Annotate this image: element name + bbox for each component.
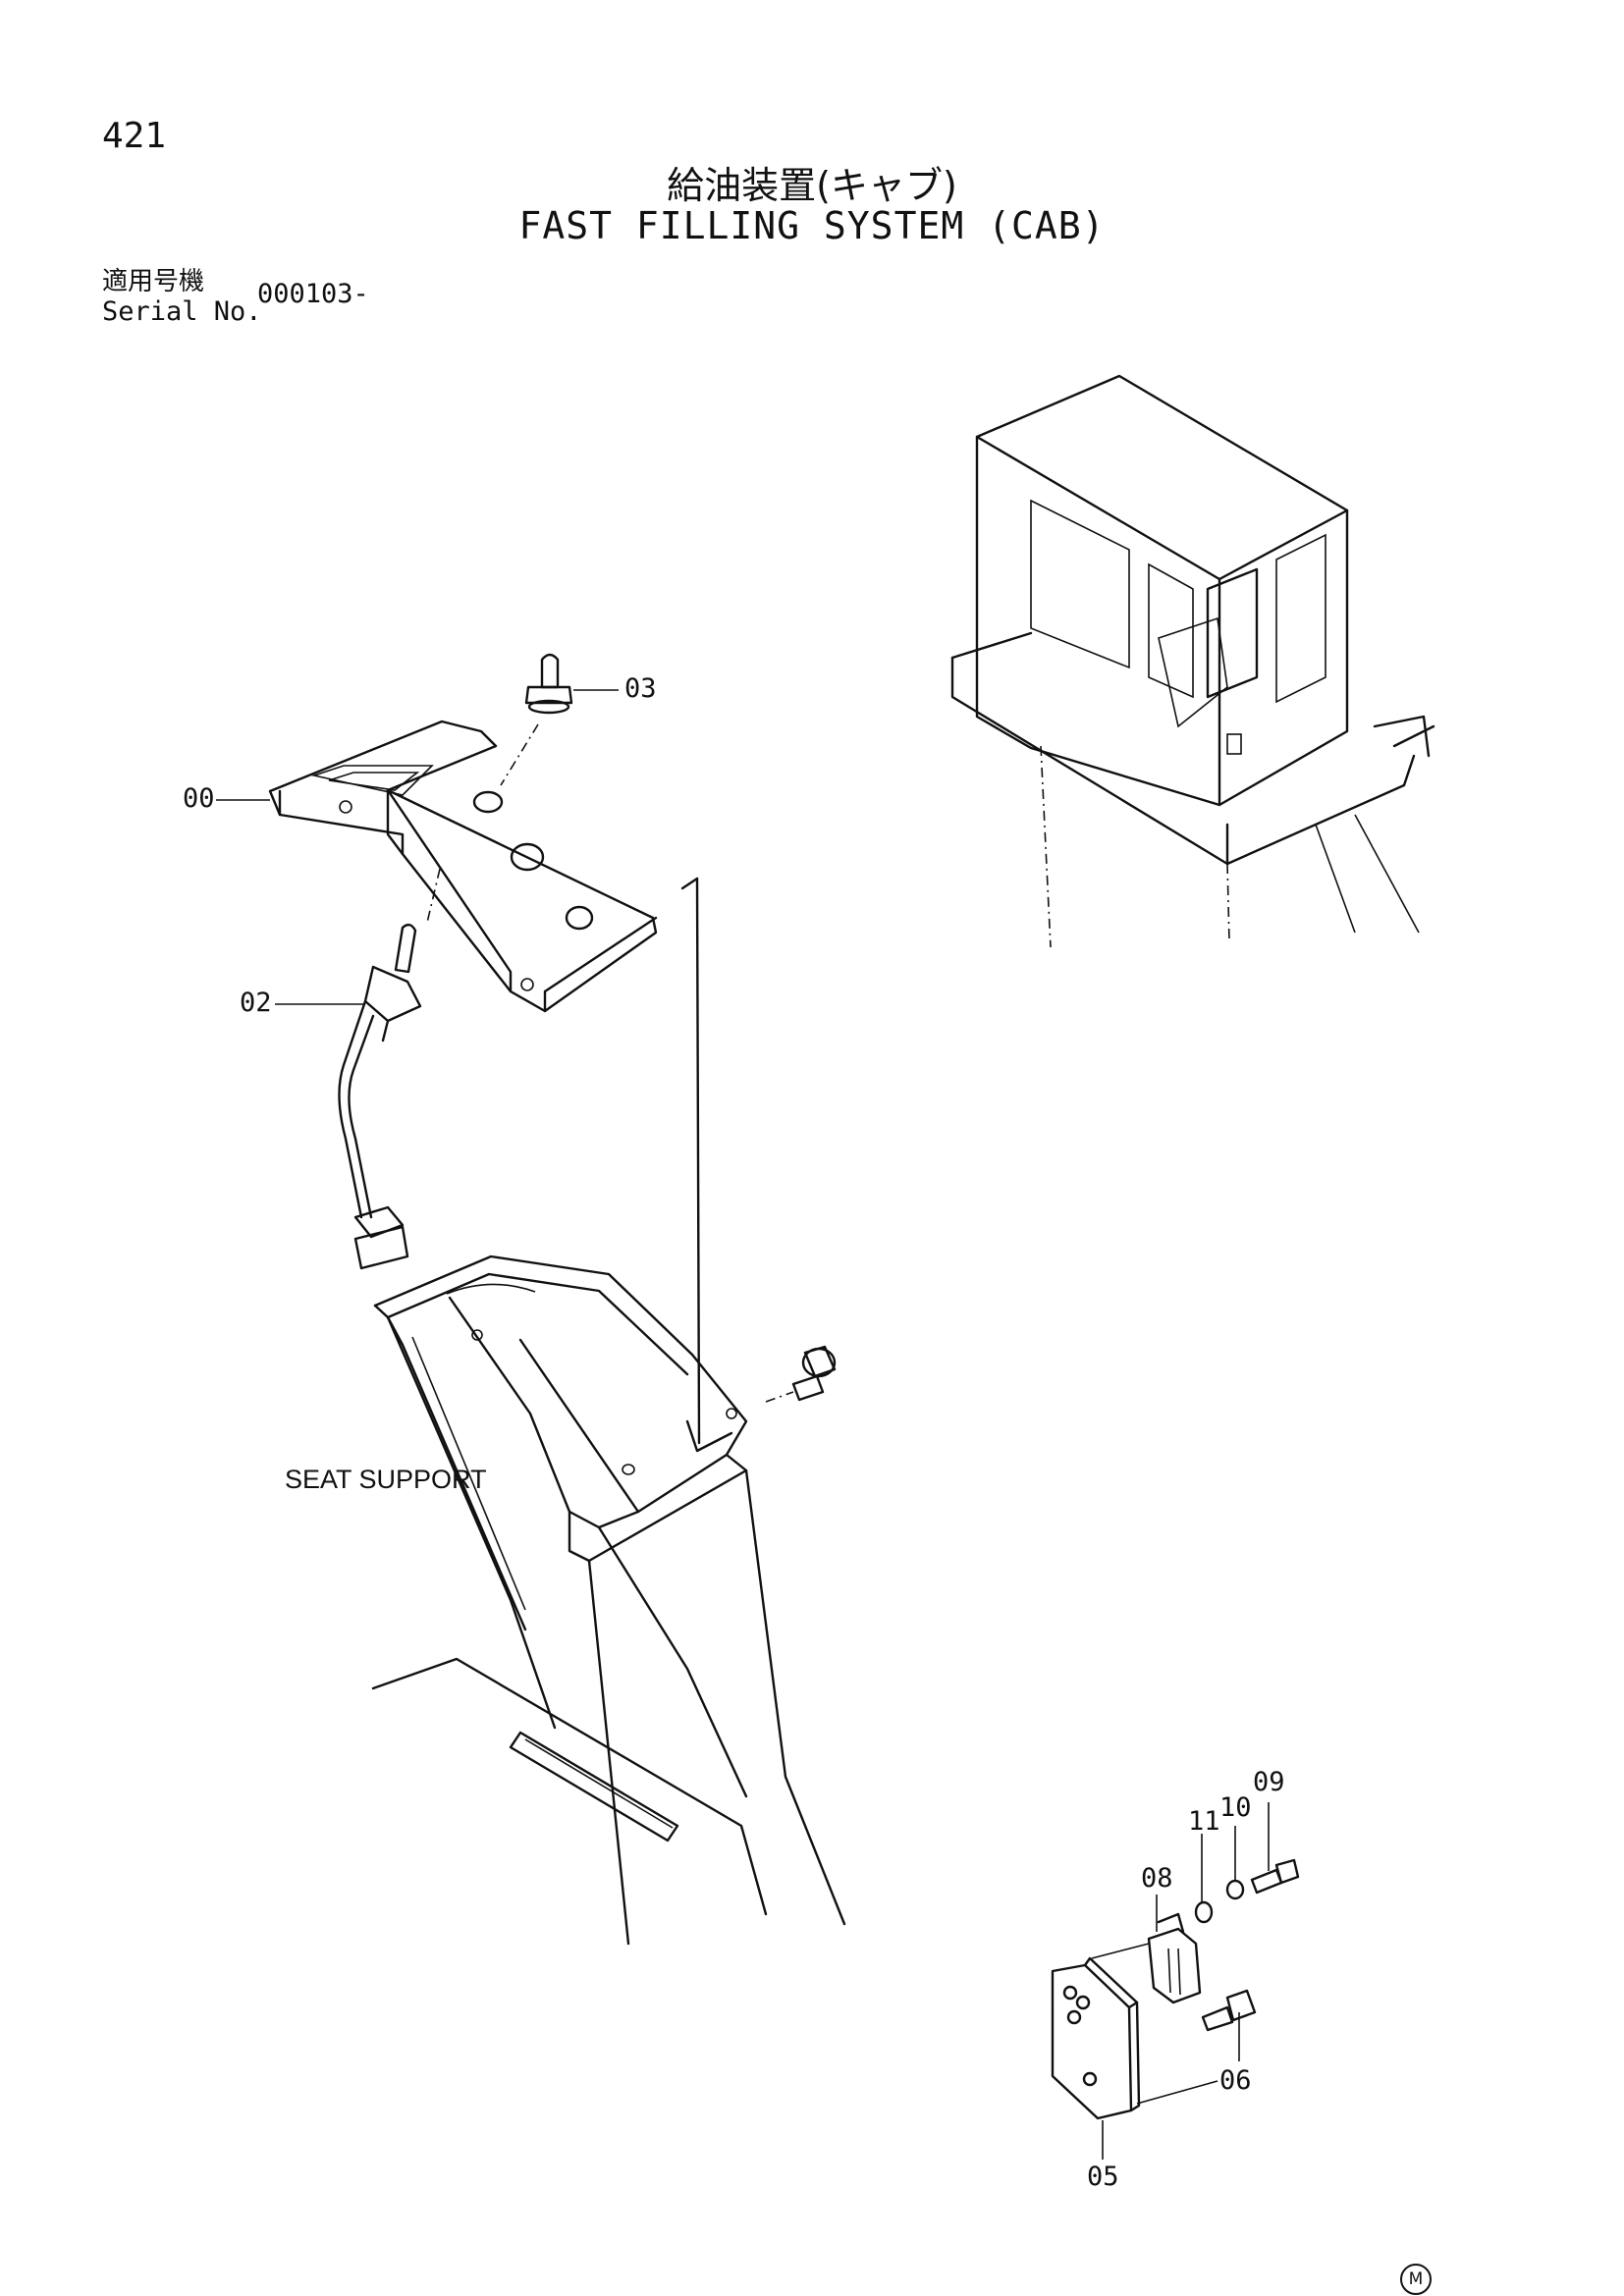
relay-08: [1147, 1912, 1202, 2004]
callout-03: 03: [624, 673, 657, 704]
serial-label-jp: 適用号機: [102, 267, 205, 296]
leader-lines: [216, 689, 1270, 2160]
knob-03: [500, 653, 573, 786]
callout-05: 05: [1087, 2162, 1119, 2192]
bolt-06: [1201, 1989, 1257, 2032]
bolt-seat: [765, 1345, 837, 1403]
seat-support-label: SEAT SUPPORT: [285, 1465, 487, 1494]
serial-label-en: Serial No.: [102, 296, 262, 327]
bracket-00: [268, 720, 658, 1013]
bracket-05: [1051, 1943, 1218, 2120]
m-mark: M: [1400, 2264, 1432, 2295]
callout-09: 09: [1253, 1767, 1285, 1797]
seat-support: [371, 877, 846, 1946]
callout-00: 00: [183, 783, 215, 814]
serial-value: 000103-: [257, 279, 369, 309]
callout-02: 02: [240, 988, 272, 1018]
callout-11: 11: [1188, 1806, 1220, 1837]
cab-overview: [950, 374, 1435, 948]
page-title-en: FAST FILLING SYSTEM (CAB): [518, 204, 1106, 247]
bolt-09: [1250, 1858, 1300, 1895]
callout-10: 10: [1219, 1792, 1252, 1823]
washer-10-11: [1194, 1879, 1245, 1924]
page-number: 421: [102, 116, 167, 156]
page-title-jp: 給油装置(キャブ): [667, 164, 957, 207]
callout-08: 08: [1141, 1863, 1173, 1894]
callout-06: 06: [1219, 2065, 1252, 2096]
switch-02: [338, 868, 441, 1270]
